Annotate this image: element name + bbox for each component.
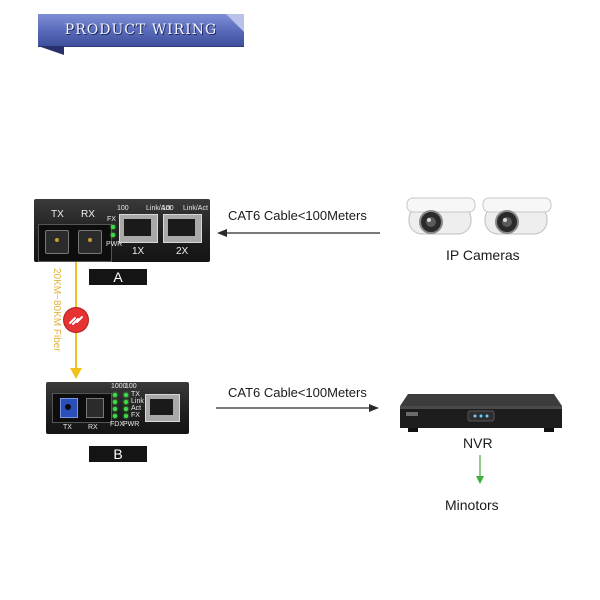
device-b-led-act-label: Act [131,405,142,412]
device-b-led-top-1: 1000 [111,383,127,390]
device-b-led-tx-label: TX [131,391,140,398]
device-b-led-fx-label: FX [131,412,140,419]
device-a-rj45-2x-socket [168,219,195,236]
device-a-led-pwr-label: PWR [106,241,123,248]
fiber-arrow-head [70,368,82,379]
device-a-led-1 [111,225,115,229]
device-a-fiber-core-rx [88,238,92,242]
device-b-led-7 [124,407,128,411]
device-b-rj45-socket [150,399,173,415]
device-b-led-1 [113,393,117,397]
nvr-label: NVR [463,435,493,451]
device-b-led-3 [113,407,117,411]
monitor-arrow-head [476,476,484,484]
device-a-fiber-core-tx [55,238,59,242]
nvr-icon [400,394,562,432]
bottom-cable-label: CAT6 Cable<100Meters [228,385,367,400]
bottom-cable-arrow-head [369,404,379,412]
device-a-rj45-1x-socket [124,219,151,236]
fiber-link-icon [69,316,83,325]
device-b-led-2 [113,400,117,404]
device-b-rx-label: RX [88,424,98,431]
device-a-label: A [89,269,147,285]
banner-fold [38,46,64,55]
device-b-led-5 [124,393,128,397]
device-b-sc-rx [86,398,104,418]
device-a-port-1x-label: 1X [132,246,145,257]
device-b-label: B [89,446,147,462]
banner-corner [226,14,244,32]
device-a-port-2x-label: 2X [176,246,189,257]
device-b-led-fdx-label: FDX [110,421,124,428]
device-b-led-4 [113,414,117,418]
device-a-tx-label: TX [51,209,64,220]
device-b-led-6 [124,400,128,404]
ip-cameras-label: IP Cameras [446,247,520,263]
fiber-label: 20KM~80KM Fiber [51,268,62,352]
device-b-led-link-label: Link [131,398,144,405]
banner [38,14,244,46]
device-a-led-2 [111,233,115,237]
device-b-led-top-2: 100 [125,383,137,390]
device-b-led-8 [124,414,128,418]
device-a-led-fx-label: FX [107,216,116,223]
ip-cameras-icon [406,197,552,235]
top-cable-arrow-head [217,229,227,237]
device-b-tx-label: TX [63,424,72,431]
device-a-port-top-2: Link/Act [146,205,171,212]
top-cable-label: CAT6 Cable<100Meters [228,208,367,223]
device-b-sc-tx-core [65,404,71,410]
device-a-port-top-4: Link/Act [183,205,208,212]
device-a-sc-tx [45,230,69,254]
banner-title: PRODUCT WIRING [64,22,218,38]
monitors-label: Minotors [445,497,499,513]
device-a-rx-label: RX [81,209,95,220]
device-a-port-top-1: 100 [117,205,129,212]
device-a-port-top-3: 100 [162,205,174,212]
device-a-sc-rx [78,230,102,254]
device-b-led-pwr-label: PWR [123,421,140,428]
